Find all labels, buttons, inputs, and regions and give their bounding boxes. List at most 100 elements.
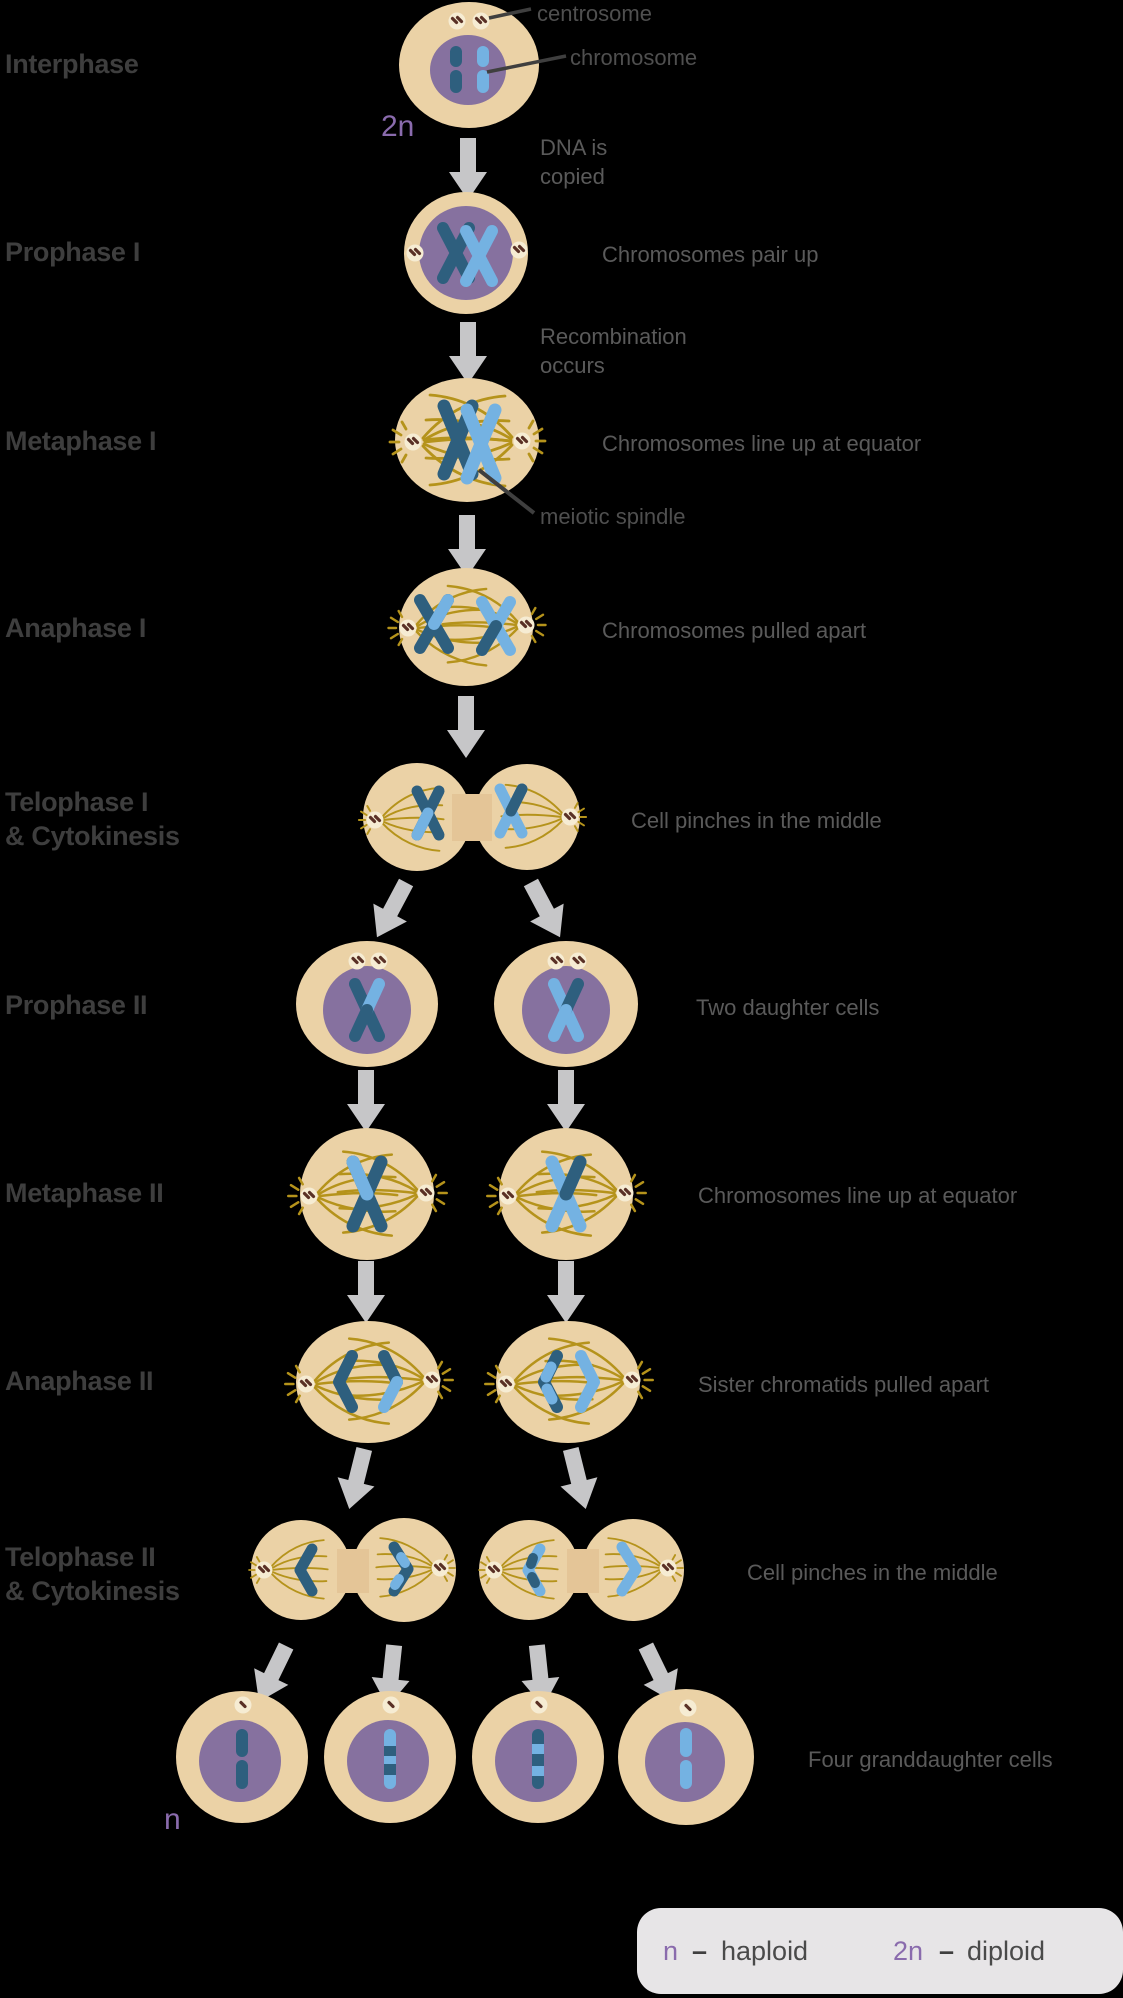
recombination-line1: Recombination [540,324,687,349]
annotation-prophase1: Chromosomes pair up [602,242,819,267]
down-arrow [347,1261,385,1323]
annotation-metaphase2: Chromosomes line up at equator [698,1183,1018,1208]
annotation-anaphase2: Sister chromatids pulled apart [698,1372,990,1397]
centrosome-callout: centrosome [537,1,652,26]
ploidy-legend: n – haploid 2n – diploid [637,1908,1123,1994]
centrosome-icon [657,1557,679,1579]
centrosome-icon [614,1182,636,1204]
light-accent [346,1155,374,1201]
centrosome-icon [528,1694,550,1716]
centrosome-icon [515,614,537,636]
dna-copied-line2: copied [540,164,605,189]
centrosome-icon [495,1373,517,1395]
light-chromosome [460,403,502,485]
anaphase2-cells [284,1321,654,1443]
stage-label-telophase1-line2: & Cytokinesis [5,821,180,851]
legend-separator: – [692,1936,708,1966]
light-chromatid [575,1350,600,1413]
dark-accent [505,783,528,817]
down-arrow [449,322,487,384]
light-accent [428,594,454,630]
centrosome-icon [470,10,492,32]
stage-label-anaphase1: Anaphase I [5,613,147,643]
stage-label-telophase1: Telophase I [5,787,149,817]
stage-label-telophase2-line2: & Cytokinesis [5,1576,180,1606]
annotation-telophase1: Cell pinches in the middle [631,808,882,833]
interphase-cell [399,2,539,128]
legend-separator: – [939,1936,955,1966]
dna-copied-line1: DNA is [540,135,608,160]
centrosome-icon [421,1369,443,1391]
dark-stripes [526,1553,540,1588]
recombination-line2: occurs [540,353,605,378]
light-chromosome [460,225,498,287]
down-arrow [449,138,487,200]
telophase2-cells [248,1518,684,1622]
stage-label-metaphase2: Metaphase II [5,1178,164,1208]
down-arrow [448,515,486,577]
light-accent [548,1004,572,1042]
ploidy-n-label: n [164,1803,181,1836]
centrosome-icon [415,1182,437,1204]
light-stripes [390,1552,410,1590]
annotation-metaphase1: Chromosomes line up at equator [602,431,922,456]
spindle-pointer-line [477,468,536,515]
anaphase1-cell [387,568,547,686]
down-right-arrow [552,1444,605,1514]
centrosome-icon [295,1373,317,1395]
legend-diploid-term: diploid [967,1936,1046,1966]
stage-label-metaphase1: Metaphase I [5,426,157,456]
annotation-final: Four granddaughter cells [808,1747,1053,1772]
chromosome-pair [450,46,489,93]
centrosome-icon [446,10,468,32]
prophase2-cells [296,941,638,1067]
light-stripes [540,1361,558,1405]
down-left-arrow [360,873,423,947]
metaphase1-cell [388,378,547,502]
down-arrow [447,696,485,758]
dna-copied-note: DNA is copied [540,133,607,191]
prophase1-cell [404,192,530,314]
dark-chromatid [333,1350,358,1413]
down-left-arrow [330,1444,383,1514]
annotation-prophase2: Two daughter cells [696,995,880,1020]
chromosome-callout: chromosome [570,45,698,70]
centrosome-icon [232,1694,254,1716]
light-chromatid [616,1541,642,1597]
centrosome-icon [677,1697,699,1719]
centrosome-icon [429,1557,451,1579]
legend-haploid-symbol: n [663,1936,679,1966]
centrosome-icon [380,1694,402,1716]
down-arrow [347,1070,385,1132]
centrosome-pointer-line [488,7,532,20]
metaphase2-cells [287,1128,647,1260]
centrosome-icon [404,242,426,264]
centrosome-icon [511,430,533,452]
stage-label-interphase: Interphase [5,49,139,79]
annotation-anaphase1: Chromosomes pulled apart [602,618,867,643]
centrosome-icon [483,1559,505,1581]
centrosome-icon [253,1559,275,1581]
centrosome-icon [508,239,530,261]
legend-haploid-term: haploid [721,1936,809,1966]
centrosome-icon [621,1369,643,1391]
chromosome-pointer-line [486,54,567,74]
ploidy-2n-label: 2n [381,110,415,143]
dark-chromatid [294,1543,318,1597]
recombination-note: Recombination occurs [540,322,687,380]
centrosome-icon [397,617,419,639]
centrosome-icon [364,809,386,831]
mixed-chromatid [378,1376,403,1413]
light-accent [411,807,434,841]
down-right-arrow [514,873,577,947]
annotation-telophase2: Cell pinches in the middle [747,1560,998,1585]
centrosome-icon [497,1185,519,1207]
stage-label-prophase2: Prophase II [5,990,148,1020]
centrosome-icon [559,806,581,828]
down-arrow [547,1261,585,1323]
dark-accent [476,620,502,656]
centrosome-icon [402,431,424,453]
dark-accent [559,1155,587,1201]
